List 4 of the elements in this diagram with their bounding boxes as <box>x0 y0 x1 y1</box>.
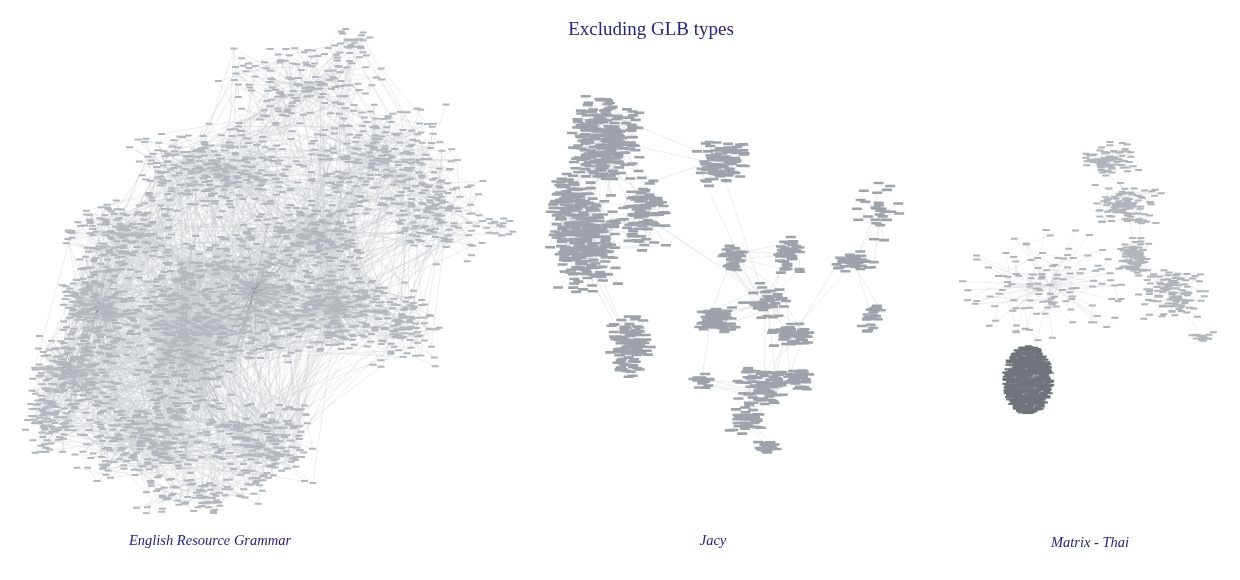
graph-caption: Jacy <box>699 532 727 550</box>
graph-caption: Matrix - Thai <box>1050 534 1130 552</box>
graph-caption: English Resource Grammar <box>128 532 292 550</box>
diagram-title: Excluding GLB types <box>568 18 734 41</box>
